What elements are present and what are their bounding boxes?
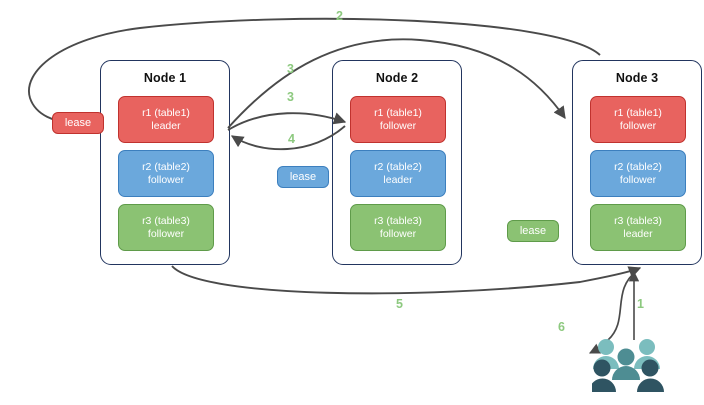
connector-step-3-to-node2 xyxy=(227,112,347,131)
connector-step-2 xyxy=(28,17,601,129)
node-title: Node 2 xyxy=(375,71,419,85)
replica-r2[interactable]: r2 (table2) follower xyxy=(118,150,214,197)
replica-r3[interactable]: r3 (table3) follower xyxy=(118,204,214,251)
replica-name: r3 (table3) xyxy=(614,214,662,227)
replica-r3[interactable]: r3 (table3) leader xyxy=(590,204,686,251)
step-label-4: 4 xyxy=(288,132,295,146)
replica-name: r1 (table1) xyxy=(142,106,190,119)
replica-role: follower xyxy=(379,227,417,240)
step-label-1: 1 xyxy=(637,297,644,311)
node-card-node-3[interactable]: Node 3 r1 (table1) follower r2 (table2) … xyxy=(572,60,702,265)
step-label-3-lower: 3 xyxy=(287,90,294,104)
replica-role: leader xyxy=(383,173,413,186)
replica-role: follower xyxy=(379,119,417,132)
lease-label: lease xyxy=(64,117,92,129)
replica-role: leader xyxy=(623,227,653,240)
node-title: Node 1 xyxy=(143,71,187,85)
connector-step-4 xyxy=(230,125,346,151)
replica-role: follower xyxy=(619,119,657,132)
replica-name: r2 (table2) xyxy=(614,160,662,173)
step-label-5: 5 xyxy=(396,297,403,311)
lease-badge-table2[interactable]: lease xyxy=(277,166,329,188)
connector-step-6 xyxy=(589,269,639,354)
replica-r2[interactable]: r2 (table2) follower xyxy=(590,150,686,197)
step-label-2: 2 xyxy=(336,9,343,23)
replica-name: r1 (table1) xyxy=(374,106,422,119)
replica-r1[interactable]: r1 (table1) follower xyxy=(350,96,446,143)
replica-name: r3 (table3) xyxy=(374,214,422,227)
replica-r3[interactable]: r3 (table3) follower xyxy=(350,204,446,251)
replica-role: follower xyxy=(147,173,185,186)
lease-label: lease xyxy=(519,225,547,237)
step-label-6: 6 xyxy=(558,320,565,334)
step-label-3-upper: 3 xyxy=(287,62,294,76)
connector-step-3-to-node3 xyxy=(227,38,566,129)
users-group-icon xyxy=(592,339,664,392)
replica-role: follower xyxy=(147,227,185,240)
lease-badge-table3[interactable]: lease xyxy=(507,220,559,242)
replica-role: follower xyxy=(619,173,657,186)
replica-name: r2 (table2) xyxy=(142,160,190,173)
node-card-node-1[interactable]: Node 1 r1 (table1) leader r2 (table2) fo… xyxy=(100,60,230,265)
lease-label: lease xyxy=(289,171,317,183)
replica-name: r2 (table2) xyxy=(374,160,422,173)
replica-role: leader xyxy=(151,119,181,132)
replica-r1[interactable]: r1 (table1) leader xyxy=(118,96,214,143)
node-card-node-2[interactable]: Node 2 r1 (table1) follower r2 (table2) … xyxy=(332,60,462,265)
lease-badge-table1[interactable]: lease xyxy=(52,112,104,134)
node-title: Node 3 xyxy=(615,71,659,85)
replica-r2[interactable]: r2 (table2) leader xyxy=(350,150,446,197)
connector-step-5 xyxy=(171,265,642,295)
replica-name: r1 (table1) xyxy=(614,106,662,119)
replica-r1[interactable]: r1 (table1) follower xyxy=(590,96,686,143)
replica-name: r3 (table3) xyxy=(142,214,190,227)
